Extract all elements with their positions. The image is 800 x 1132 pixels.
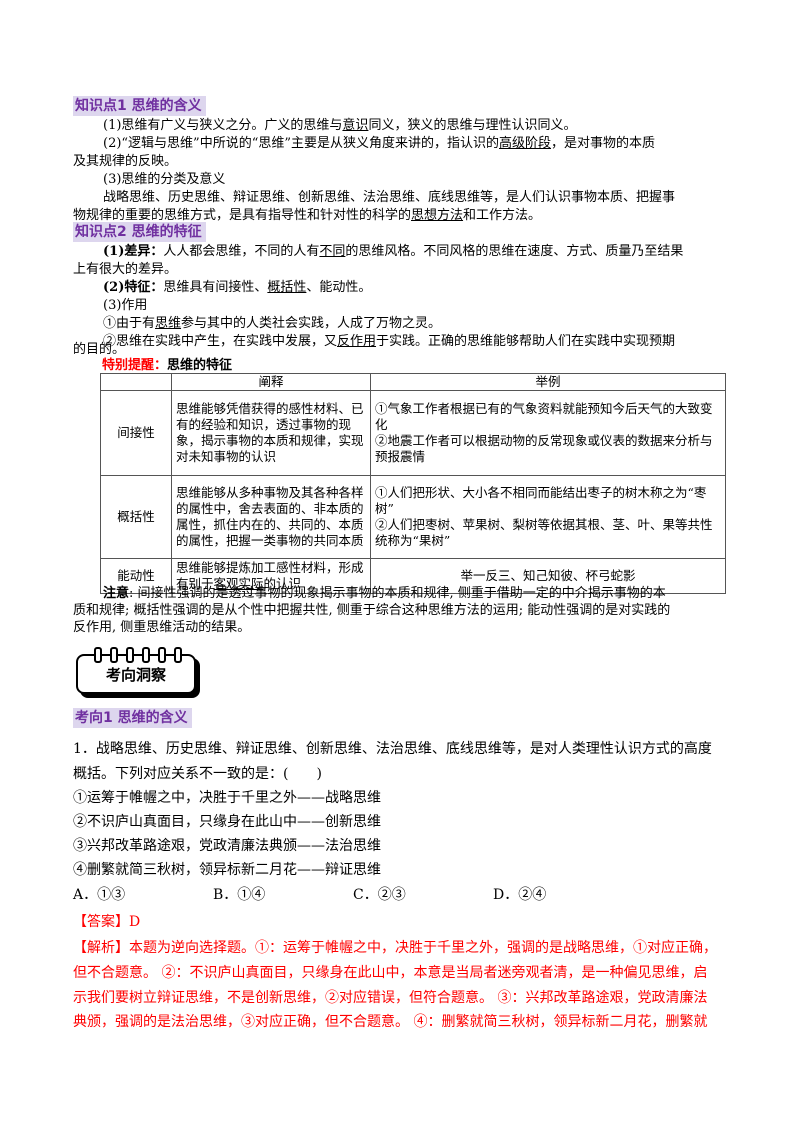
para-2-line-7-text: 的目的。 — [73, 342, 126, 357]
option-d: D．②④ — [493, 887, 547, 903]
ring-icon — [158, 647, 166, 663]
table-header-row: 阐释 举例 — [100, 373, 726, 391]
option-a: A．①③ — [73, 887, 126, 903]
ring-icon — [94, 647, 102, 663]
para-1-line-3: 及其规律的反映。 — [73, 154, 178, 169]
note-line-3: 反作用, 侧重思维活动的结果。 — [73, 620, 251, 635]
table-row: 概括性 思维能够从多种事物及其各种各样的属性中，舍去表面的、非本质的属性，抓住内… — [100, 475, 726, 559]
para-2-line-2: 上有很大的差异。 — [73, 262, 178, 277]
note-line-2: 质和规律; 概括性强调的是从个性中把握共性, 侧重于综合这种思维方法的运用; 能… — [73, 603, 671, 618]
note-line-1: 注意: 间接性强调的是透过事物的现象揭示事物的本质和规律, 侧重于借助一定的中介… — [103, 586, 666, 601]
banner-label: 考向洞察 — [105, 665, 166, 684]
section-banner: 考向洞察 — [76, 647, 196, 694]
ring-icon — [110, 647, 118, 663]
tip-heading: 特别提醒：思维的特征 — [102, 358, 233, 373]
ring-icon — [174, 647, 182, 663]
ring-icon — [142, 647, 150, 663]
example-item: ②人们把枣树、苹果树、梨树等依据其根、茎、叶、果等共性统称为“果树” — [375, 517, 713, 548]
question-stem-2: 概括。下列对应关系不一致的是：( ) — [73, 766, 322, 782]
table-row: 能动性 思维能够提炼加工感性材料，形成有别于客观实际的认识 举一反三、知己知彼、… — [100, 558, 726, 594]
feature-name: 间接性 — [100, 390, 172, 476]
example-item: ②地震工作者可以根据动物的反常现象或仪表的数据来分析与预报震情 — [375, 433, 713, 464]
feature-table: 阐释 举例 间接性 思维能够凭借获得的感性材料、已有的经验和知识，透过事物的现象… — [100, 373, 726, 594]
question-item: ③兴邦改革路途艰，党政清廉法典颁——法治思维 — [73, 838, 381, 854]
feature-name: 概括性 — [100, 475, 172, 559]
feature-explanation: 思维能够提炼加工感性材料，形成有别于客观实际的认识 — [171, 558, 371, 594]
analysis-line-3: 示我们要树立辩证思维，不是创新思维，②对应错误，但符合题意。 ③：兴邦改革路途艰… — [73, 990, 708, 1006]
para-2-line-6: ②思维在实践中产生，在实践中发展，又反作用于实践。正确的思维能够帮助人们在实践中… — [103, 334, 676, 349]
option-b: B．①④ — [213, 887, 266, 903]
question-item: ②不识庐山真面目，只缘身在此山中——创新思维 — [73, 814, 381, 830]
table-header-cell: 阐释 — [171, 373, 371, 391]
section-title-3: 考向1 思维的含义 — [73, 708, 192, 728]
para-2-line-3: (2)特征：思维具有间接性、概括性、能动性。 — [103, 280, 372, 295]
para-2-line-4: (3)作用 — [103, 298, 148, 313]
feature-example: 举一反三、知己知彼、杯弓蛇影 — [370, 558, 726, 594]
question-item: ④删繁就简三秋树，领异标新二月花——辩证思维 — [73, 862, 381, 878]
feature-explanation: 思维能够凭借获得的感性材料、已有的经验和知识，透过事物的现象，揭示事物的本质和规… — [171, 390, 371, 476]
table-row: 间接性 思维能够凭借获得的感性材料、已有的经验和知识，透过事物的现象，揭示事物的… — [100, 390, 726, 476]
table-header-cell: 举例 — [370, 373, 726, 391]
example-item: ①人们把形状、大小各不相同而能结出枣子的树木称之为“枣树” — [375, 485, 707, 516]
analysis-line-2: 但不合题意。 ②：不识庐山真面目，只缘身在此山中，本意是当局者迷旁观者清，是一种… — [73, 965, 708, 981]
section-title-1: 知识点1 思维的含义 — [73, 96, 206, 116]
para-1-line-4: (3)思维的分类及意义 — [103, 172, 226, 187]
analysis-line-1: 【解析】本题为逆向选择题。①：运筹于帷幄之中，决胜于千里之外，强调的是战略思维，… — [73, 940, 717, 956]
question-stem-1: 1．战略思维、历史思维、辩证思维、创新思维、法治思维、底线思维等，是对人类理性认… — [73, 741, 712, 757]
option-c: C．②③ — [353, 887, 406, 903]
ring-icon — [126, 647, 134, 663]
table-header-cell — [100, 373, 172, 391]
para-1-line-6: 物规律的重要的思维方式，是具有指导性和针对性的科学的思想方法和工作方法。 — [73, 208, 542, 223]
example-item: ①气象工作者根据已有的气象资料就能预知今后天气的大致变化 — [375, 401, 713, 432]
para-1-line-5: 战略思维、历史思维、辩证思维、创新思维、法治思维、底线思维等，是人们认识事物本质… — [103, 190, 676, 205]
answer-label: 【答案】D — [73, 914, 141, 930]
para-1-line-1: (1)思维有广义与狭义之分。广义的思维与意识同义，狭义的思维与理性认识同义。 — [103, 118, 577, 133]
feature-example: ①人们把形状、大小各不相同而能结出枣子的树木称之为“枣树” ②人们把枣树、苹果树… — [370, 475, 726, 559]
para-2-line-5: ①由于有思维参与其中的人类社会实践，人成了万物之灵。 — [103, 316, 442, 331]
section-title-2: 知识点2 思维的特征 — [73, 222, 206, 242]
feature-example: ①气象工作者根据已有的气象资料就能预知今后天气的大致变化 ②地震工作者可以根据动… — [370, 390, 726, 476]
para-2-line-1: (1)差异：人人都会思维，不同的人有不同的思维风格。不同风格的思维在速度、方式、… — [103, 244, 684, 259]
question-item: ①运筹于帷幄之中，决胜于千里之外——战略思维 — [73, 790, 381, 806]
feature-explanation: 思维能够从多种事物及其各种各样的属性中，舍去表面的、非本质的属性，抓住内在的、共… — [171, 475, 371, 559]
para-1-line-2: (2)“逻辑与思维”中所说的“思维”主要是从狭义角度来讲的，指认识的高级阶段，是… — [103, 136, 656, 151]
analysis-line-4: 典颁，强调的是法治思维，③对应正确，但不合题意。 ④：删繁就简三秋树，领异标新二… — [73, 1014, 708, 1030]
